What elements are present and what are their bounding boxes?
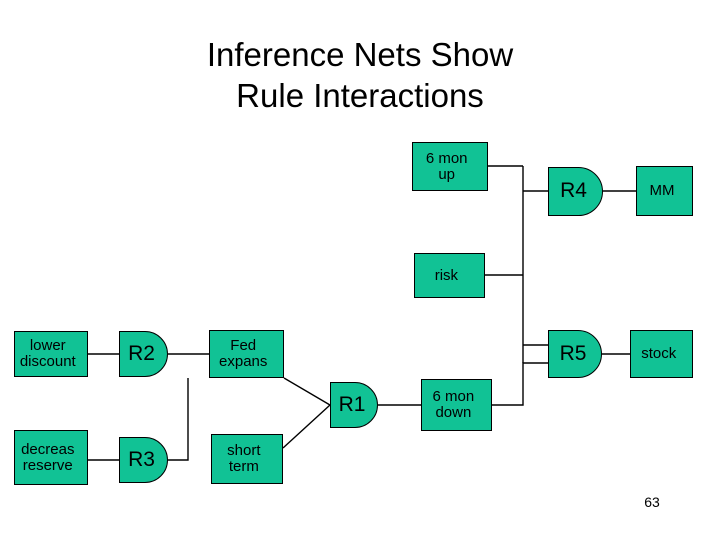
connector-e-six-mon-down-r5 <box>492 362 548 406</box>
node-label-r5: R5 <box>559 341 587 365</box>
node-label-stock: stock <box>641 345 677 363</box>
node-short-term[interactable]: short term <box>211 434 283 484</box>
node-label-fed-expans: Fed expans <box>219 337 268 370</box>
node-lower-discount[interactable]: lower discount <box>14 331 88 377</box>
node-label-short-term: short term <box>227 442 261 475</box>
node-r2[interactable]: R2 <box>119 331 168 377</box>
node-label-mm: MM <box>649 182 675 200</box>
node-stock[interactable]: stock <box>630 330 693 378</box>
node-risk[interactable]: risk <box>414 253 485 298</box>
node-mm[interactable]: MM <box>636 166 693 216</box>
node-six-mon-up[interactable]: 6 mon up <box>412 142 488 191</box>
node-label-six-mon-up: 6 mon up <box>425 149 468 183</box>
page-title: Inference Nets Show Rule Interactions <box>206 36 514 114</box>
node-label-decreas-reserve: decreas reserve <box>21 440 75 474</box>
node-label-r1: R1 <box>338 392 366 416</box>
node-r4[interactable]: R4 <box>548 167 603 216</box>
node-label-six-mon-down: 6 mon down <box>432 388 475 421</box>
connector-e-fed-expans-r1 <box>283 377 331 406</box>
node-label-r3: R3 <box>128 447 155 471</box>
node-label-lower-discount: lower discount <box>19 337 76 370</box>
node-r3[interactable]: R3 <box>119 437 168 483</box>
node-label-r2: R2 <box>128 341 155 365</box>
node-six-mon-down[interactable]: 6 mon down <box>421 379 492 431</box>
node-decreas-reserve[interactable]: decreas reserve <box>14 430 88 485</box>
connector-e-r3-fed-expans <box>168 378 189 461</box>
node-label-r4: R4 <box>560 179 587 203</box>
page-number: 63 <box>644 494 660 510</box>
node-r1[interactable]: R1 <box>330 382 378 428</box>
node-r5[interactable]: R5 <box>548 330 602 378</box>
connector-e-short-term-r1 <box>282 404 331 449</box>
node-fed-expans[interactable]: Fed expans <box>209 330 284 378</box>
node-label-risk: risk <box>434 266 459 284</box>
